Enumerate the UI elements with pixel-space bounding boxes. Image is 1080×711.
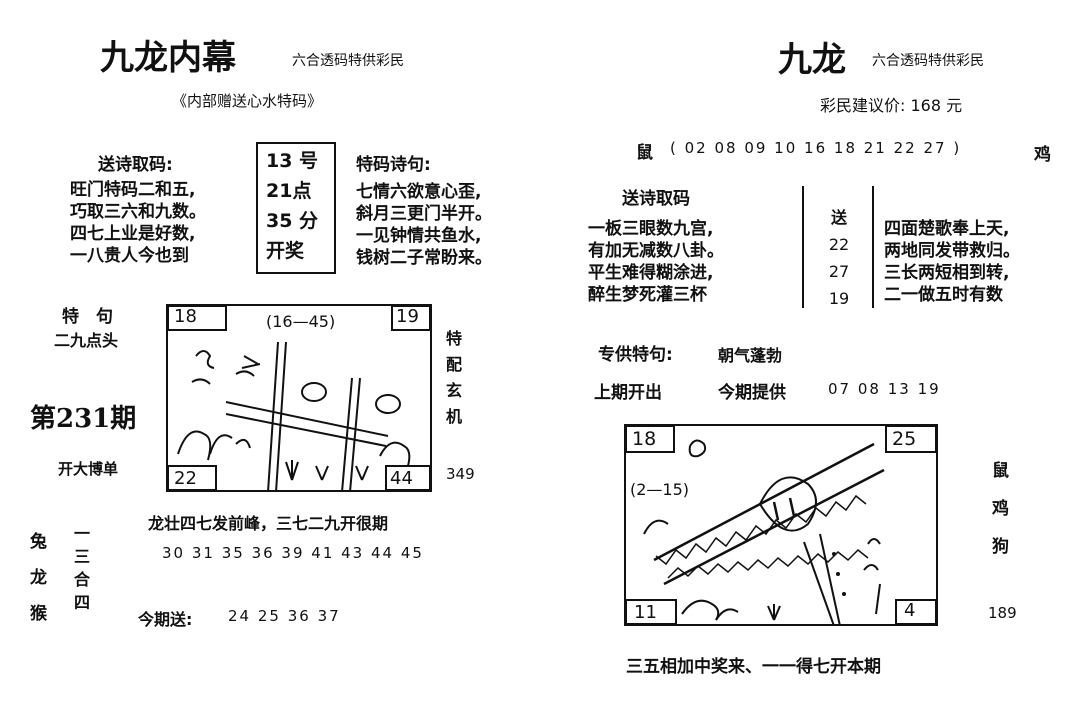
te-ju-text: 二九点头 [54, 331, 119, 350]
draw-date: 13 号 [266, 150, 319, 172]
rat-label: 鼠 [636, 143, 653, 163]
right-picture-frame [624, 424, 938, 626]
sanhe-char: 四 [74, 593, 91, 612]
draw-label: 开奖 [266, 240, 305, 262]
left-subtitle: 六合透码特供彩民 [292, 53, 404, 69]
number-189: 189 [988, 604, 1017, 622]
send-number: 22 [828, 235, 850, 254]
right-corner-br: 4 [904, 600, 916, 621]
draw-time-box [256, 142, 336, 274]
te-pei-char: 机 [446, 407, 463, 426]
left-corner-tr: 19 [396, 306, 419, 327]
right-title: 九龙 [778, 40, 846, 80]
zodiac-char: 鼠 [992, 461, 1009, 481]
send-number: 19 [828, 289, 850, 308]
dragon-line: 龙壮四七发前峰，三七二九开很期 [148, 514, 389, 533]
sanhe-column: 一 三 合 四 [74, 522, 90, 614]
left-poem-heading: 送诗取码: [98, 155, 173, 175]
te-pei-char: 特 [446, 329, 463, 348]
right-scribble: (2—15) [630, 480, 690, 499]
poem-line: 四面楚歌奉上天, [884, 219, 1010, 239]
today-send-numbers: 24 25 36 37 [228, 607, 341, 625]
te-pei-char: 配 [446, 355, 463, 374]
send-column-right-border [872, 186, 874, 308]
draw-time: 13 号 21点 35 分 开奖 [266, 146, 318, 266]
today-provide-numbers: 07 08 13 19 [828, 380, 941, 398]
right-poem-2: 四面楚歌奉上天, 两地同发带救归。 三长两短相到转, 二一做五时有数 [884, 218, 1020, 306]
poem-line: 一板三眼数九宫, [588, 219, 714, 239]
poem-line: 一八贵人今也到 [70, 246, 189, 266]
right-poem: 一板三眼数九宫, 有加无减数八卦。 平生难得糊涂进, 醉生梦死灌三杯 [588, 218, 724, 306]
poem-line: 两地同发带救归。 [884, 241, 1020, 261]
poem-line: 七情六欲意心歪, [356, 182, 482, 202]
last-draw-label: 上期开出 [594, 383, 662, 403]
sanhe-char: 合 [74, 570, 91, 589]
left-inner-note: 《内部赠送心水特码》 [172, 92, 323, 110]
left-picture-frame [166, 304, 432, 492]
draw-hour: 21点 [266, 180, 312, 202]
zodiac-column: 兔 龙 猴 [30, 524, 47, 632]
sanhe-char: 三 [74, 547, 91, 566]
zodiac-char: 兔 [30, 532, 47, 552]
sanhe-char: 一 [74, 524, 91, 543]
poem-line: 巧取三六和九数。 [70, 202, 206, 222]
number-349: 349 [446, 465, 475, 483]
today-provide-label: 今期提供 [718, 383, 786, 403]
left-title: 九龙内幕 [100, 38, 236, 78]
poem-line: 四七上业是好数, [70, 224, 196, 244]
tema-heading: 特码诗句: [356, 155, 431, 175]
send-label: 送 [830, 208, 847, 227]
send-column-left-border [802, 186, 804, 308]
right-corner-bl: 11 [634, 602, 657, 623]
right-picture-illustration [625, 425, 937, 626]
poem-line: 钱树二子常盼来。 [356, 248, 492, 268]
poem-line: 三长两短相到转, [884, 263, 1010, 283]
te-ju-title: 特 句 [62, 307, 113, 327]
tema-poem: 七情六欲意心歪, 斜月三更门半开。 一见钟情共鱼水, 钱树二子常盼来。 [356, 181, 492, 269]
draw-minute: 35 分 [266, 210, 319, 232]
special-label: 专供特句: [598, 345, 673, 365]
poem-line: 一见钟情共鱼水, [356, 226, 482, 246]
left-picture-illustration [167, 305, 431, 492]
zodiac-char: 鸡 [992, 499, 1009, 519]
dragon-numbers: 30 31 35 36 39 41 43 44 45 [162, 544, 424, 562]
poem-line: 有加无减数八卦。 [588, 241, 724, 261]
left-scribble: (16—45) [266, 312, 336, 331]
left-poem: 旺门特码二和五, 巧取三六和九数。 四七上业是好数, 一八贵人今也到 [70, 179, 206, 267]
send-number: 27 [828, 262, 850, 281]
today-send-label: 今期送: [138, 610, 193, 629]
poem-line: 平生难得糊涂进, [588, 263, 714, 283]
te-pei-column: 特 配 玄 机 [446, 326, 462, 430]
rooster-label: 鸡 [1034, 145, 1051, 165]
poem-line: 醉生梦死灌三杯 [588, 285, 707, 305]
right-bottom-line: 三五相加中奖来、一一得七开本期 [626, 657, 881, 677]
right-corner-tr: 25 [892, 428, 917, 450]
poem-line: 旺门特码二和五, [70, 180, 196, 200]
zodiac-char: 龙 [30, 568, 47, 588]
left-corner-tl: 18 [174, 306, 197, 327]
left-corner-bl: 22 [174, 468, 197, 489]
right-corner-tl: 18 [632, 428, 657, 450]
right-poem-heading: 送诗取码 [622, 189, 690, 209]
te-pei-char: 玄 [446, 381, 463, 400]
special-text: 朝气蓬勃 [718, 346, 783, 365]
right-subtitle: 六合透码特供彩民 [872, 53, 984, 69]
poem-line: 二一做五时有数 [884, 285, 1003, 305]
zodiac-char: 猴 [30, 604, 47, 624]
rat-numbers: ( 02 08 09 10 16 18 21 22 27 ) [670, 139, 962, 157]
right-zodiac-column: 鼠 鸡 狗 [992, 452, 1009, 566]
kai-da-bo-dan: 开大博单 [58, 460, 119, 478]
left-corner-br: 44 [390, 468, 413, 489]
zodiac-char: 狗 [992, 537, 1009, 557]
issue-number: 第231期 [30, 404, 137, 434]
poem-line: 斜月三更门半开。 [356, 204, 492, 224]
send-column: 送 22 27 19 [812, 204, 866, 312]
right-price: 彩民建议价: 168 元 [820, 96, 963, 115]
